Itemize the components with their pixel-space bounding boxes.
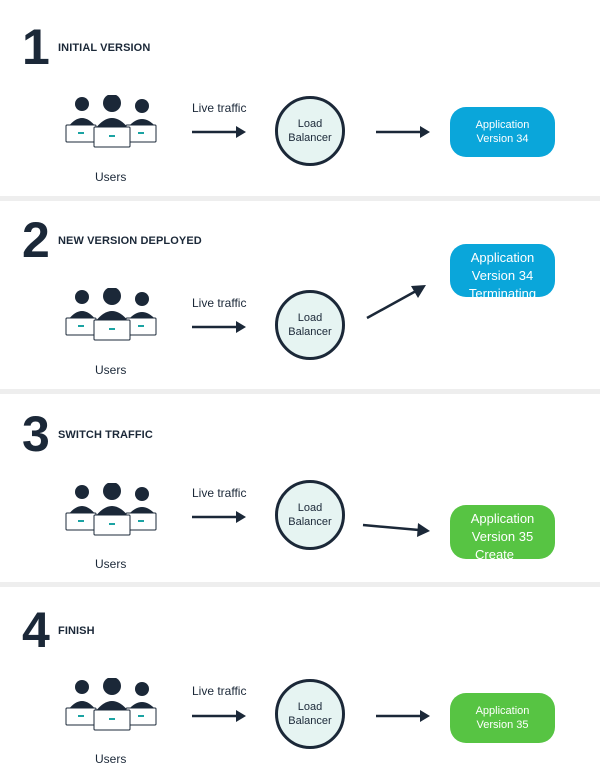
- lb-label-line: Load: [297, 502, 323, 514]
- step-number: 2: [22, 212, 50, 268]
- app-label-line: Version 34: [471, 268, 534, 283]
- users-label: Users: [95, 170, 127, 184]
- live-traffic-label: Live traffic: [192, 296, 247, 310]
- arrow-right-icon: [192, 710, 246, 722]
- step-title: SWITCH TRAFFIC: [58, 429, 153, 441]
- lb-label-line: Load: [297, 701, 323, 713]
- lb-label-line: Balancer: [288, 326, 332, 338]
- users-icon: [62, 287, 162, 348]
- application-box: Application Version 35 Create: [450, 505, 555, 559]
- application-box: Application Version 34 Terminating: [450, 244, 555, 297]
- lb-label-line: Load: [297, 312, 323, 324]
- section-divider: [0, 582, 600, 587]
- arrow-right-icon: [192, 126, 246, 138]
- application-box: Application Version 34: [450, 107, 555, 157]
- step-number: 4: [22, 602, 50, 658]
- step-title: INITIAL VERSION: [58, 42, 151, 54]
- app-label-line: Version 34: [476, 133, 529, 145]
- arrow-right-icon: [376, 710, 430, 722]
- lb-label-line: Balancer: [288, 516, 332, 528]
- lb-label-line: Load: [297, 118, 323, 130]
- step-number: 1: [22, 19, 50, 75]
- lb-label-line: Balancer: [288, 132, 332, 144]
- app-label-line: Terminating: [468, 286, 537, 297]
- arrow-right-icon: [192, 321, 246, 333]
- app-label-line: Version 35: [471, 529, 534, 544]
- section-divider: [0, 196, 600, 201]
- app-label-line: Application: [475, 705, 530, 717]
- lb-label-line: Balancer: [288, 715, 332, 727]
- users-icon: [62, 677, 162, 738]
- app-label-line: Application: [470, 250, 535, 265]
- step-number: 3: [22, 406, 50, 462]
- step-title: FINISH: [58, 625, 95, 637]
- section-divider: [0, 389, 600, 394]
- users-label: Users: [95, 557, 127, 571]
- live-traffic-label: Live traffic: [192, 486, 247, 500]
- app-label-line: Application: [475, 119, 530, 131]
- arrow-right-icon: [376, 126, 430, 138]
- live-traffic-label: Live traffic: [192, 101, 247, 115]
- arrow-right-icon: [192, 511, 246, 523]
- live-traffic-label: Live traffic: [192, 684, 247, 698]
- app-label-line: Version 35: [476, 719, 529, 731]
- users-icon: [62, 482, 162, 543]
- users-label: Users: [95, 752, 127, 766]
- users-label: Users: [95, 363, 127, 377]
- application-box: Application Version 35: [450, 693, 555, 743]
- app-label-line: Create: [475, 547, 515, 559]
- users-icon: [62, 94, 162, 155]
- arrow-right-icon: [362, 523, 430, 537]
- step-title: NEW VERSION DEPLOYED: [58, 235, 202, 247]
- arrow-diagonal-icon: [366, 285, 426, 320]
- app-label-line: Application: [470, 511, 535, 526]
